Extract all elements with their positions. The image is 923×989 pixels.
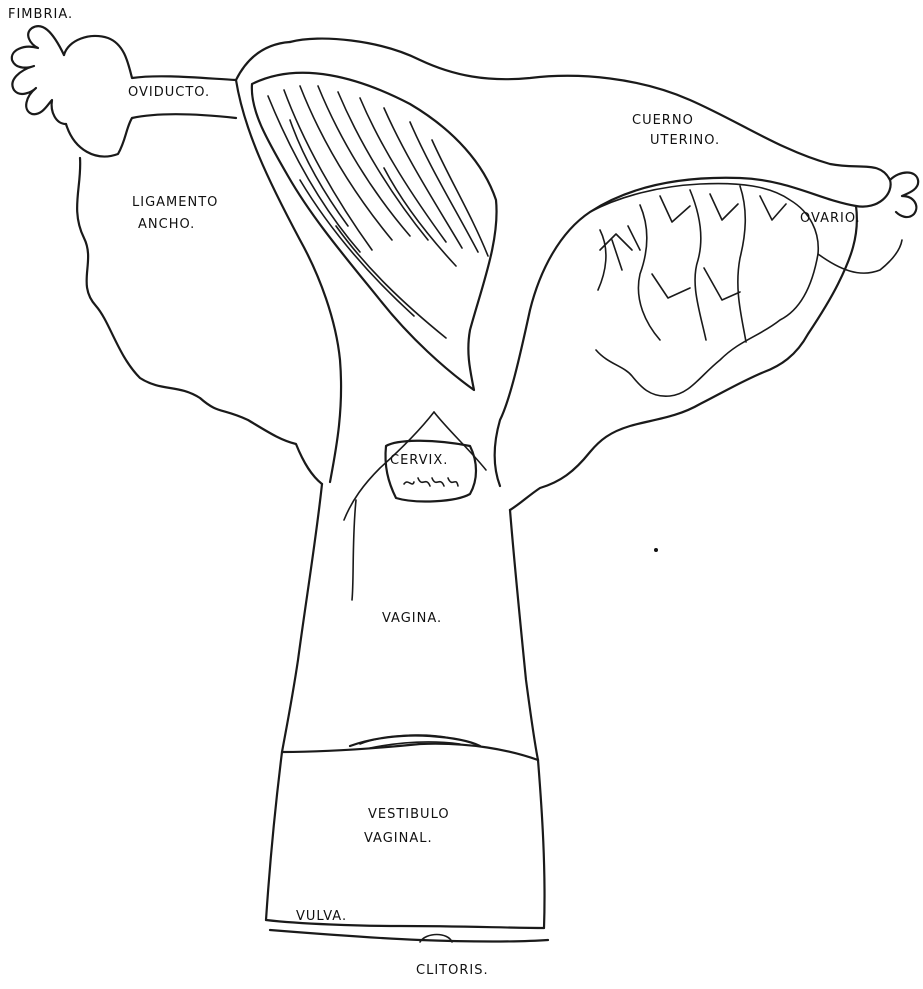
label-vagina: VAGINA. [382,610,442,628]
label-vestibulo-2: VAGINAL. [364,830,433,848]
broad-ligament-right [510,206,857,510]
right-fimbria-shape [890,173,918,218]
label-ligamento-ancho-2: ANCHO. [138,216,195,234]
ink-dot [654,548,658,552]
label-cuerno-uterino-2: UTERINO. [650,132,720,150]
left-horn-striations [252,73,497,390]
label-ovario: OVARIO. [800,210,861,228]
label-oviducto: OVIDUCTO. [128,84,210,102]
label-cervix: CERVIX. [390,452,448,470]
label-vestibulo-1: VESTIBULO [368,806,450,824]
label-cuerno-uterino-1: CUERNO [632,112,694,130]
label-fimbria: FIMBRIA. [8,6,73,24]
label-vulva: VULVA. [296,908,347,926]
label-ligamento-ancho-1: LIGAMENTO [132,194,218,212]
hymen-band [282,735,538,760]
left-fimbria-shape [12,26,66,124]
label-clitoris: CLITORIS. [416,962,489,980]
uterus-body [236,39,891,486]
